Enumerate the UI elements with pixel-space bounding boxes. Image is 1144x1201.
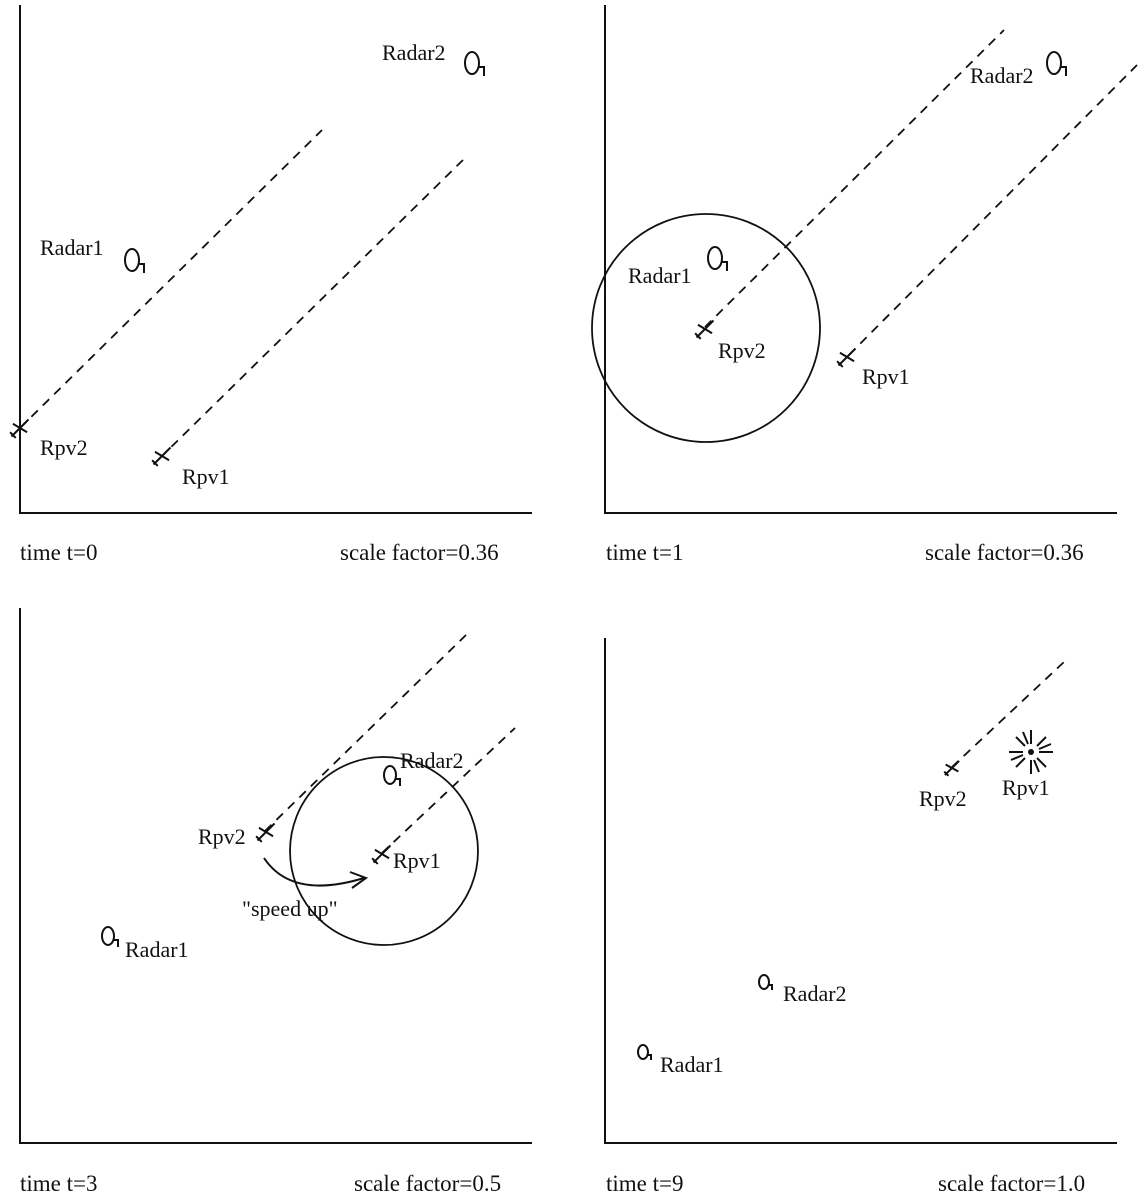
time-label: time t=0 bbox=[20, 540, 98, 565]
panel-t0-canvas: Radar1 Radar2 Rpv2 Rpv1 bbox=[9, 5, 532, 514]
axes bbox=[604, 5, 1117, 514]
rpv1-trajectory bbox=[848, 64, 1138, 356]
radar-dish-icon bbox=[101, 926, 119, 947]
axes bbox=[19, 608, 532, 1144]
aircraft-icon bbox=[9, 418, 30, 439]
panel-t9-canvas: Rpv2 Rpv1 Radar2 Radar1 bbox=[604, 638, 1117, 1144]
aircraft-icon bbox=[943, 760, 960, 777]
radar-dish-icon bbox=[464, 51, 485, 76]
radar1-label: Radar1 bbox=[660, 1052, 724, 1077]
rpv2-trajectory bbox=[704, 29, 1005, 328]
axes bbox=[604, 638, 1117, 1144]
aircraft-icon bbox=[371, 844, 392, 865]
rpv1-label: Rpv1 bbox=[862, 364, 910, 389]
aircraft-icon bbox=[694, 319, 715, 340]
panel-t9: Rpv2 Rpv1 Radar2 Radar1 time t=9 scale f… bbox=[572, 600, 1144, 1200]
aircraft-icon bbox=[255, 822, 276, 843]
rpv2-label: Rpv2 bbox=[919, 786, 967, 811]
rpv1-label: Rpv1 bbox=[393, 848, 441, 873]
rpv1-label: Rpv1 bbox=[182, 464, 230, 489]
radar-dish-icon bbox=[383, 765, 401, 786]
radar2-label: Radar2 bbox=[382, 40, 446, 65]
time-label: time t=1 bbox=[606, 540, 684, 565]
panel-t3: Radar2 Radar1 Rpv2 Rpv1 "speed up" time … bbox=[0, 600, 572, 1200]
panel-t1-canvas: Radar1 Radar2 Rpv2 Rpv1 bbox=[591, 5, 1138, 514]
panel-t1: Radar1 Radar2 Rpv2 Rpv1 time t=1 scale f… bbox=[572, 0, 1144, 600]
radar-dish-icon bbox=[124, 248, 145, 273]
speed-up-arrow bbox=[263, 857, 369, 889]
scale-factor-label: scale factor=0.5 bbox=[354, 1171, 502, 1196]
radar-dish-icon bbox=[637, 1044, 652, 1060]
radar-dish-icon bbox=[758, 974, 773, 990]
speed-up-annotation: "speed up" bbox=[242, 896, 338, 921]
rpv1-trajectory bbox=[159, 157, 466, 459]
rpv2-label: Rpv2 bbox=[40, 435, 88, 460]
time-label: time t=9 bbox=[606, 1171, 684, 1196]
aircraft-icon bbox=[836, 347, 857, 368]
radar2-label: Radar2 bbox=[783, 981, 847, 1006]
radar2-label: Radar2 bbox=[400, 748, 464, 773]
radar1-label: Radar1 bbox=[628, 263, 692, 288]
rpv2-trajectory bbox=[19, 129, 323, 429]
scale-factor-label: scale factor=0.36 bbox=[340, 540, 499, 565]
radar-dish-icon bbox=[1046, 51, 1067, 76]
scale-factor-label: scale factor=1.0 bbox=[938, 1171, 1086, 1196]
axes bbox=[19, 5, 532, 514]
rpv2-label: Rpv2 bbox=[198, 824, 246, 849]
rpv2-trajectory bbox=[264, 634, 467, 832]
panel-t3-canvas: Radar2 Radar1 Rpv2 Rpv1 "speed up" bbox=[19, 608, 532, 1144]
panel-t0: Radar1 Radar2 Rpv2 Rpv1 time t=0 scale f… bbox=[0, 0, 572, 600]
explosion-icon bbox=[1009, 730, 1053, 774]
radar2-label: Radar2 bbox=[970, 63, 1034, 88]
rpv2-label: Rpv2 bbox=[718, 338, 766, 363]
radar-range-circle bbox=[289, 756, 479, 946]
rpv1-trajectory bbox=[381, 727, 516, 854]
rpv1-label: Rpv1 bbox=[1002, 775, 1050, 800]
radar1-label: Radar1 bbox=[40, 235, 104, 260]
radar-dish-icon bbox=[707, 246, 728, 271]
aircraft-icon bbox=[151, 446, 172, 467]
time-label: time t=3 bbox=[20, 1171, 98, 1196]
scale-factor-label: scale factor=0.36 bbox=[925, 540, 1084, 565]
radar-range-circle bbox=[591, 213, 821, 443]
radar1-label: Radar1 bbox=[125, 937, 189, 962]
